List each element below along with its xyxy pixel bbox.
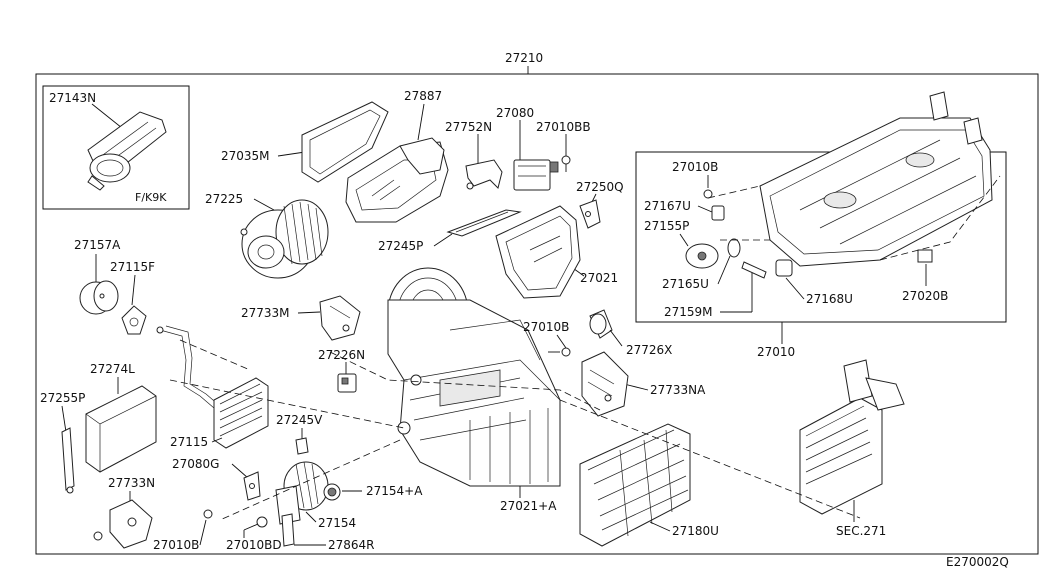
label-27255P: 27255P [40, 391, 85, 405]
filter-27274L [85, 385, 157, 473]
gasket-27035M [301, 101, 389, 183]
motor-27154 [275, 461, 329, 547]
inset-frame-27143N [42, 85, 190, 210]
label-27159M: 27159M [664, 305, 713, 319]
label-27157A: 27157A [74, 238, 121, 252]
label-27035M: 27035M [221, 149, 270, 163]
clip-27245V [295, 437, 309, 455]
label-27080: 27080 [496, 106, 534, 120]
screw-27010BB [561, 155, 571, 172]
main-hvac-housing [387, 267, 561, 487]
part-27168U [775, 259, 793, 277]
label-27115: 27115 [170, 435, 208, 449]
gear-27154A [323, 483, 341, 501]
label-27752N: 27752N [445, 120, 492, 134]
grille-27180U [579, 423, 691, 547]
heater-core-27115 [213, 377, 269, 449]
clip-27020B [917, 249, 933, 263]
actuator-27080 [513, 159, 559, 191]
strip-27255P [61, 427, 75, 494]
label-27733NA: 27733NA [650, 383, 706, 397]
evaporator-SEC271 [799, 359, 905, 515]
label-SEC271: SEC.271 [836, 524, 886, 538]
seal-27245P [446, 209, 522, 237]
label-27155P: 27155P [644, 219, 689, 233]
label-27245P: 27245P [378, 239, 423, 253]
case-assembly-27010 [759, 91, 993, 267]
duct-27887 [345, 137, 449, 223]
label-27154A: 27154+A [366, 484, 423, 498]
label-27168U: 27168U [806, 292, 853, 306]
label-27021: 27021 [580, 271, 618, 285]
main-frame [35, 73, 1039, 555]
inset-frame-27010 [635, 151, 1007, 323]
label-27887: 27887 [404, 89, 442, 103]
flange-27115F [121, 305, 147, 335]
label-27180U: 27180U [672, 524, 719, 538]
label-27010B-inset: 27010B [672, 160, 718, 174]
label-27010BD: 27010BD [226, 538, 282, 552]
label-27226N: 27226N [318, 348, 365, 362]
connector-27226N [337, 373, 357, 393]
cap-27157A [79, 280, 119, 315]
screw-27010BD [243, 516, 268, 531]
label-27143N: 27143N [49, 91, 96, 105]
diagram-id: E270002Q [946, 555, 1009, 569]
label-27010BB: 27010BB [536, 120, 591, 134]
shaft-27159M [741, 261, 767, 279]
part-27167U [711, 205, 725, 221]
label-27250Q: 27250Q [576, 180, 624, 194]
label-27726X: 27726X [626, 343, 672, 357]
label-27020B: 27020B [902, 289, 948, 303]
label-27167U: 27167U [644, 199, 691, 213]
label-27010B-bottom: 27010B [153, 538, 199, 552]
filter-housing-27143N [87, 111, 167, 191]
actuator-27733NA [581, 351, 629, 417]
label-27010B-mid: 27010B [523, 320, 569, 334]
actuator-27733M [319, 295, 361, 341]
sensor-27726X [589, 309, 623, 347]
label-27115F: 27115F [110, 260, 155, 274]
label-27733M: 27733M [241, 306, 290, 320]
label-27864R: 27864R [328, 538, 375, 552]
housing-27021 [495, 205, 581, 299]
label-27165U: 27165U [662, 277, 709, 291]
label-27010: 27010 [757, 345, 795, 359]
label-27733N: 27733N [108, 476, 155, 490]
actuator-27733N [93, 499, 153, 549]
label-27021A: 27021+A [500, 499, 557, 513]
label-27210: 27210 [505, 51, 543, 65]
label-27080G: 27080G [172, 457, 219, 471]
label-27245V: 27245V [276, 413, 323, 427]
pipes-27115 [156, 325, 221, 409]
part-27165U [727, 238, 741, 258]
bracket-27752N [465, 159, 503, 190]
screw-27010B-inset [703, 189, 713, 199]
screw-27010B-bottom [203, 509, 213, 519]
lever-27250Q [579, 199, 601, 229]
label-variant-FK9K: F/K9K [135, 191, 167, 204]
label-27154: 27154 [318, 516, 356, 530]
motor-27155P [685, 243, 719, 269]
screw-27010B-mid [548, 347, 571, 357]
lever-27080G [243, 471, 261, 501]
label-27274L: 27274L [90, 362, 135, 376]
blower-motor-27225 [240, 199, 329, 279]
label-27225: 27225 [205, 192, 243, 206]
